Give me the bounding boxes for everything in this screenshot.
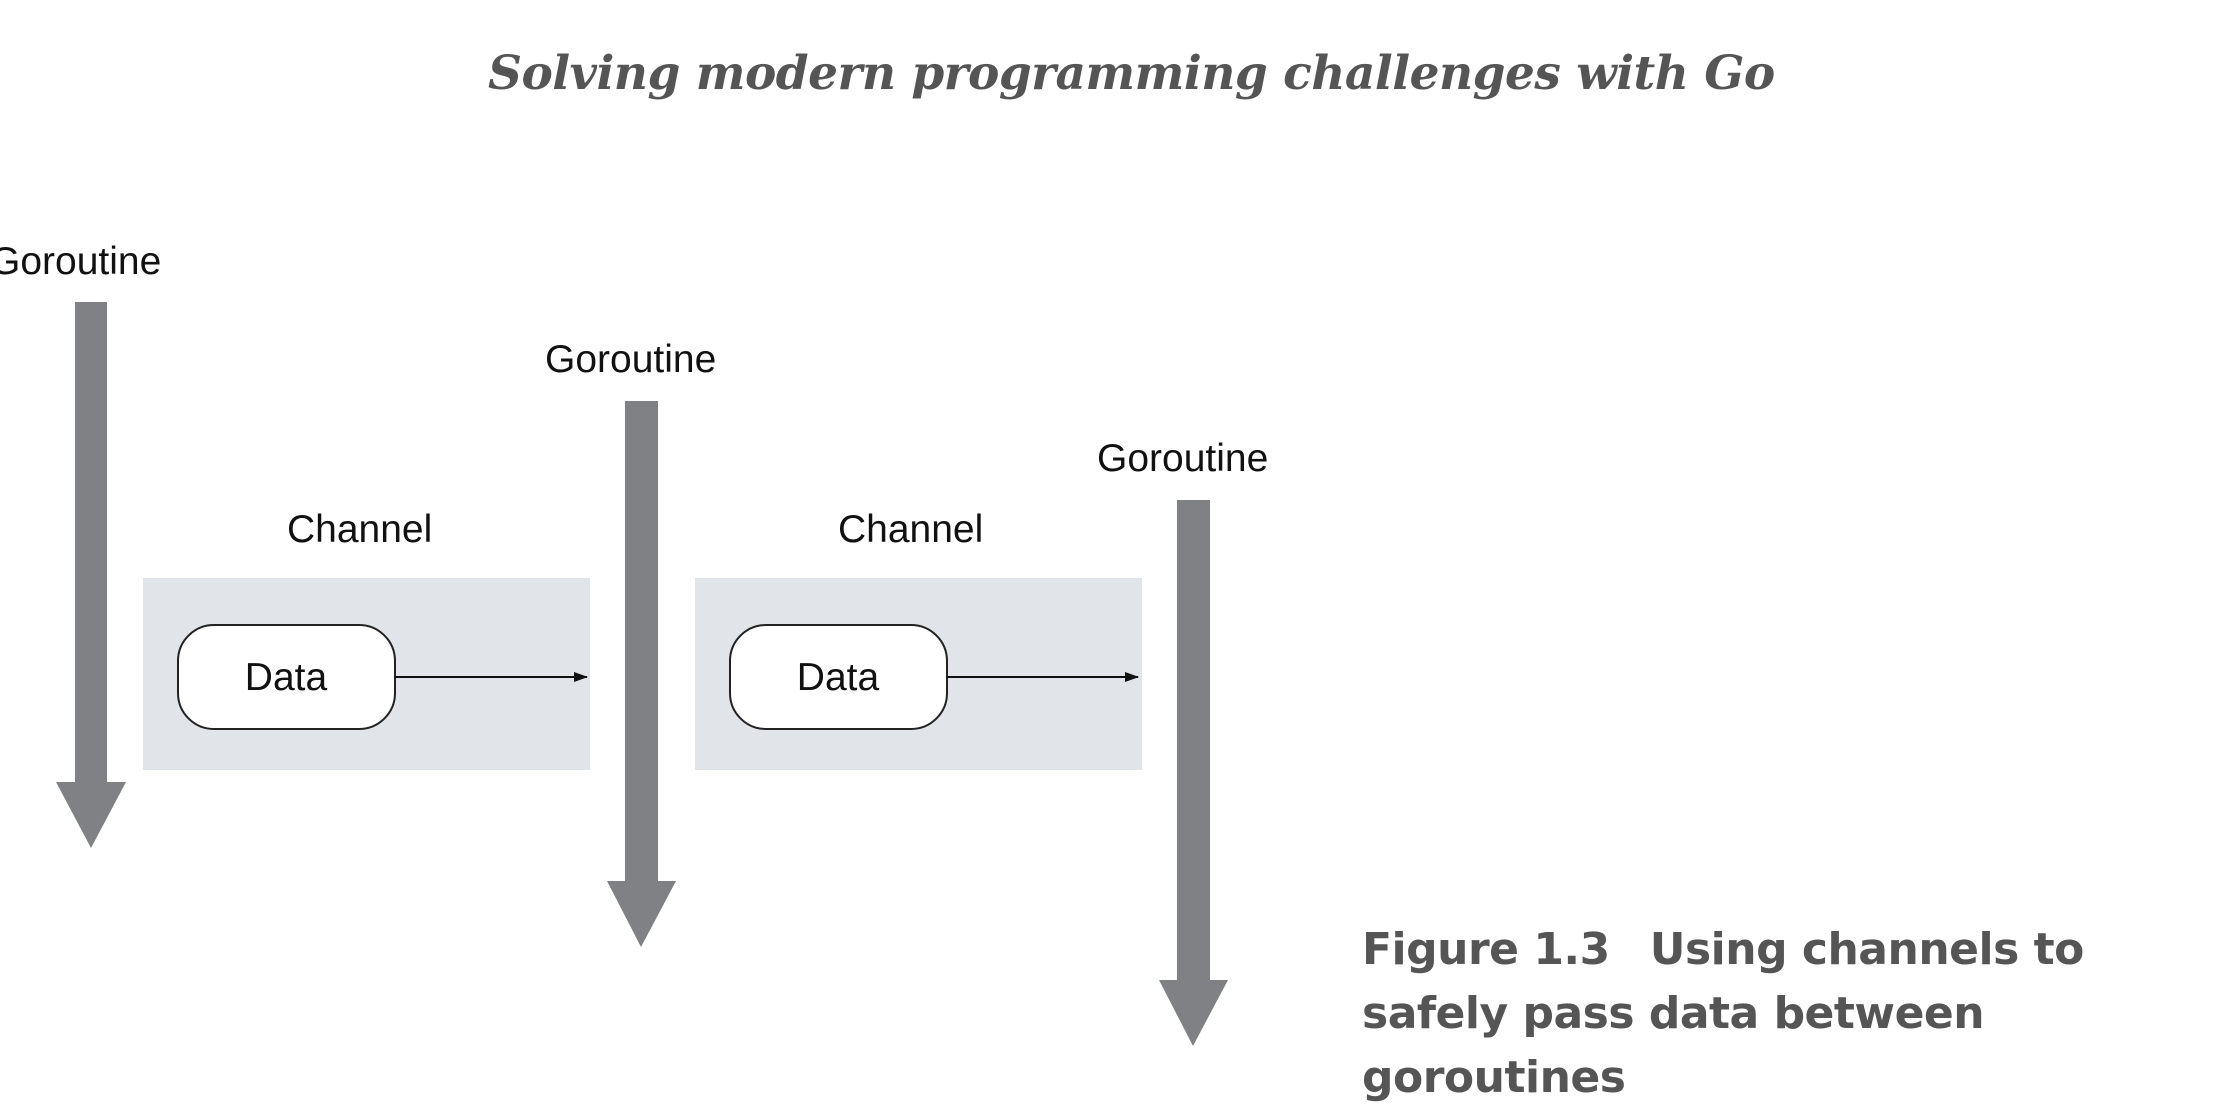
- goroutine-arrow-1: [56, 302, 126, 848]
- goroutine-label-3: Goroutine: [1097, 437, 1269, 480]
- goroutine-label-1: Goroutine: [0, 240, 162, 283]
- goroutine-arrow-3: [1159, 500, 1228, 1046]
- figure-caption-text: Using channels to safely pass data betwe…: [1362, 924, 2084, 1103]
- data-pill-label-1: Data: [245, 656, 328, 699]
- goroutine-arrow-2: [607, 401, 676, 947]
- channel-label-1: Channel: [287, 508, 433, 551]
- goroutine-label-2: Goroutine: [545, 338, 717, 381]
- channel-label-2: Channel: [838, 508, 984, 551]
- page-header-title: Solving modern programming challenges wi…: [488, 46, 1775, 101]
- data-pill-label-2: Data: [797, 656, 880, 699]
- figure-number: Figure 1.3: [1362, 924, 1610, 975]
